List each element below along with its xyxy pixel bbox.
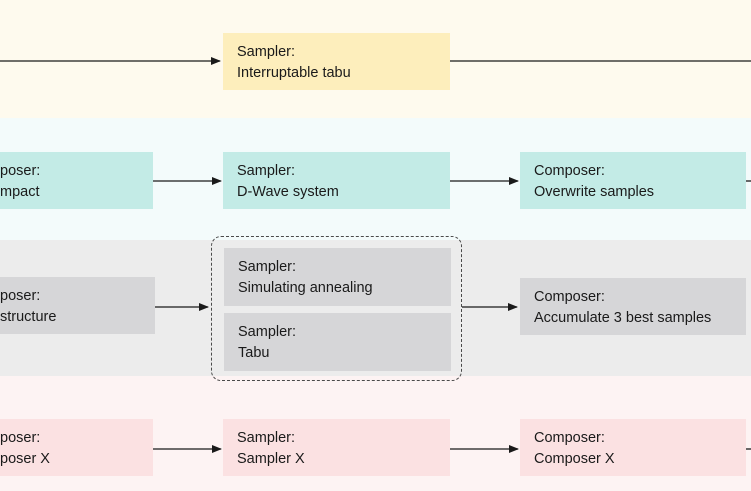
box-title: Composer: [534,430,605,446]
box-detail: Simulating annealing [238,280,373,296]
box-detail: Accumulate 3 best samples [534,310,712,326]
sampler-x-box: Sampler: Sampler X [223,419,450,476]
box-detail: Sampler X [237,451,305,467]
box-detail: poser X [0,451,50,467]
box-title: poser: [0,430,41,446]
composer-overwrite-samples-box: Composer: Overwrite samples [520,152,746,209]
composer-structure-box: poser: structure [0,277,155,334]
box-title: Sampler: [237,163,296,179]
sampler-dwave-system-box: Sampler: D-Wave system [223,152,450,209]
box-detail: Composer X [534,451,615,467]
box-title: poser: [0,288,41,304]
parallel-samplers-group [211,236,462,381]
box-title: Sampler: [238,259,297,275]
composer-x-box: Composer: Composer X [520,419,746,476]
box-title: Composer: [534,163,605,179]
box-title: Sampler: [237,430,296,446]
composer-impact-box: poser: mpact [0,152,153,209]
box-detail: mpact [0,184,40,200]
sampler-interruptable-tabu-box: Sampler: Interruptable tabu [223,33,450,90]
sampler-tabu-box: Sampler: Tabu [224,313,451,371]
box-detail: Tabu [238,345,270,361]
box-detail: Interruptable tabu [237,65,351,81]
composer-x-left-box: poser: poser X [0,419,153,476]
box-title: Sampler: [237,44,296,60]
composer-accumulate-best-box: Composer: Accumulate 3 best samples [520,278,746,335]
box-title: Sampler: [238,324,297,340]
sampler-simulating-annealing-box: Sampler: Simulating annealing [224,248,451,306]
box-detail: Overwrite samples [534,184,655,200]
box-title: Composer: [534,289,605,305]
box-title: poser: [0,163,41,179]
box-detail: D-Wave system [237,184,339,200]
box-detail: structure [0,309,57,325]
